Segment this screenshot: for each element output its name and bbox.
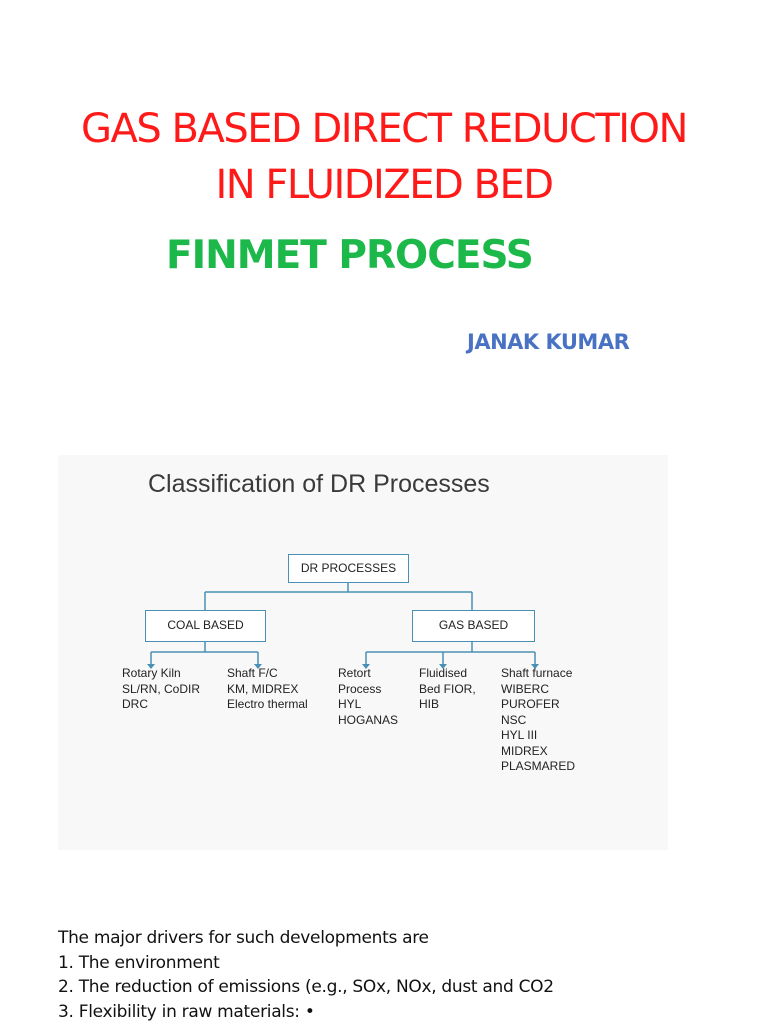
leaf-retort-process: Retort Process HYL HOGANAS bbox=[338, 666, 399, 727]
tree-connectors bbox=[147, 582, 539, 669]
leaf-rotary-kiln: Rotary Kiln SL/RN, CoDIR DRC bbox=[122, 666, 201, 711]
box-gas-based: GAS BASED bbox=[412, 610, 535, 642]
drivers-text: The major drivers for such developments … bbox=[58, 926, 758, 1024]
driver-item: 1. The environment bbox=[58, 952, 220, 973]
figure-title: Classification of DR Processes bbox=[148, 470, 490, 498]
box-dr-processes: DR PROCESSES bbox=[288, 554, 409, 583]
classification-figure: Classification of DR Processes bbox=[58, 455, 668, 850]
leaf-shaft-furnace: Shaft furnace WIBERC PUROFER NSC HYL III… bbox=[501, 666, 576, 773]
drivers-intro: The major drivers for such developments … bbox=[58, 928, 429, 948]
driver-item: 2. The reduction of emissions (e.g., SOx… bbox=[58, 977, 554, 997]
leaf-fluidised-bed: Fluidised Bed FIOR, HIB bbox=[419, 666, 476, 711]
subtitle: FINMET PROCESS bbox=[166, 233, 534, 278]
driver-item: 3. Flexibility in raw materials: • bbox=[58, 1001, 315, 1022]
author: JANAK KUMAR bbox=[467, 330, 630, 354]
leaf-shaft-fc: Shaft F/C KM, MIDREX Electro thermal bbox=[227, 666, 308, 711]
box-coal-based: COAL BASED bbox=[145, 610, 266, 642]
title-line-2: IN FLUIDIZED BED bbox=[215, 162, 554, 208]
title-line-1: GAS BASED DIRECT REDUCTION bbox=[81, 106, 688, 152]
